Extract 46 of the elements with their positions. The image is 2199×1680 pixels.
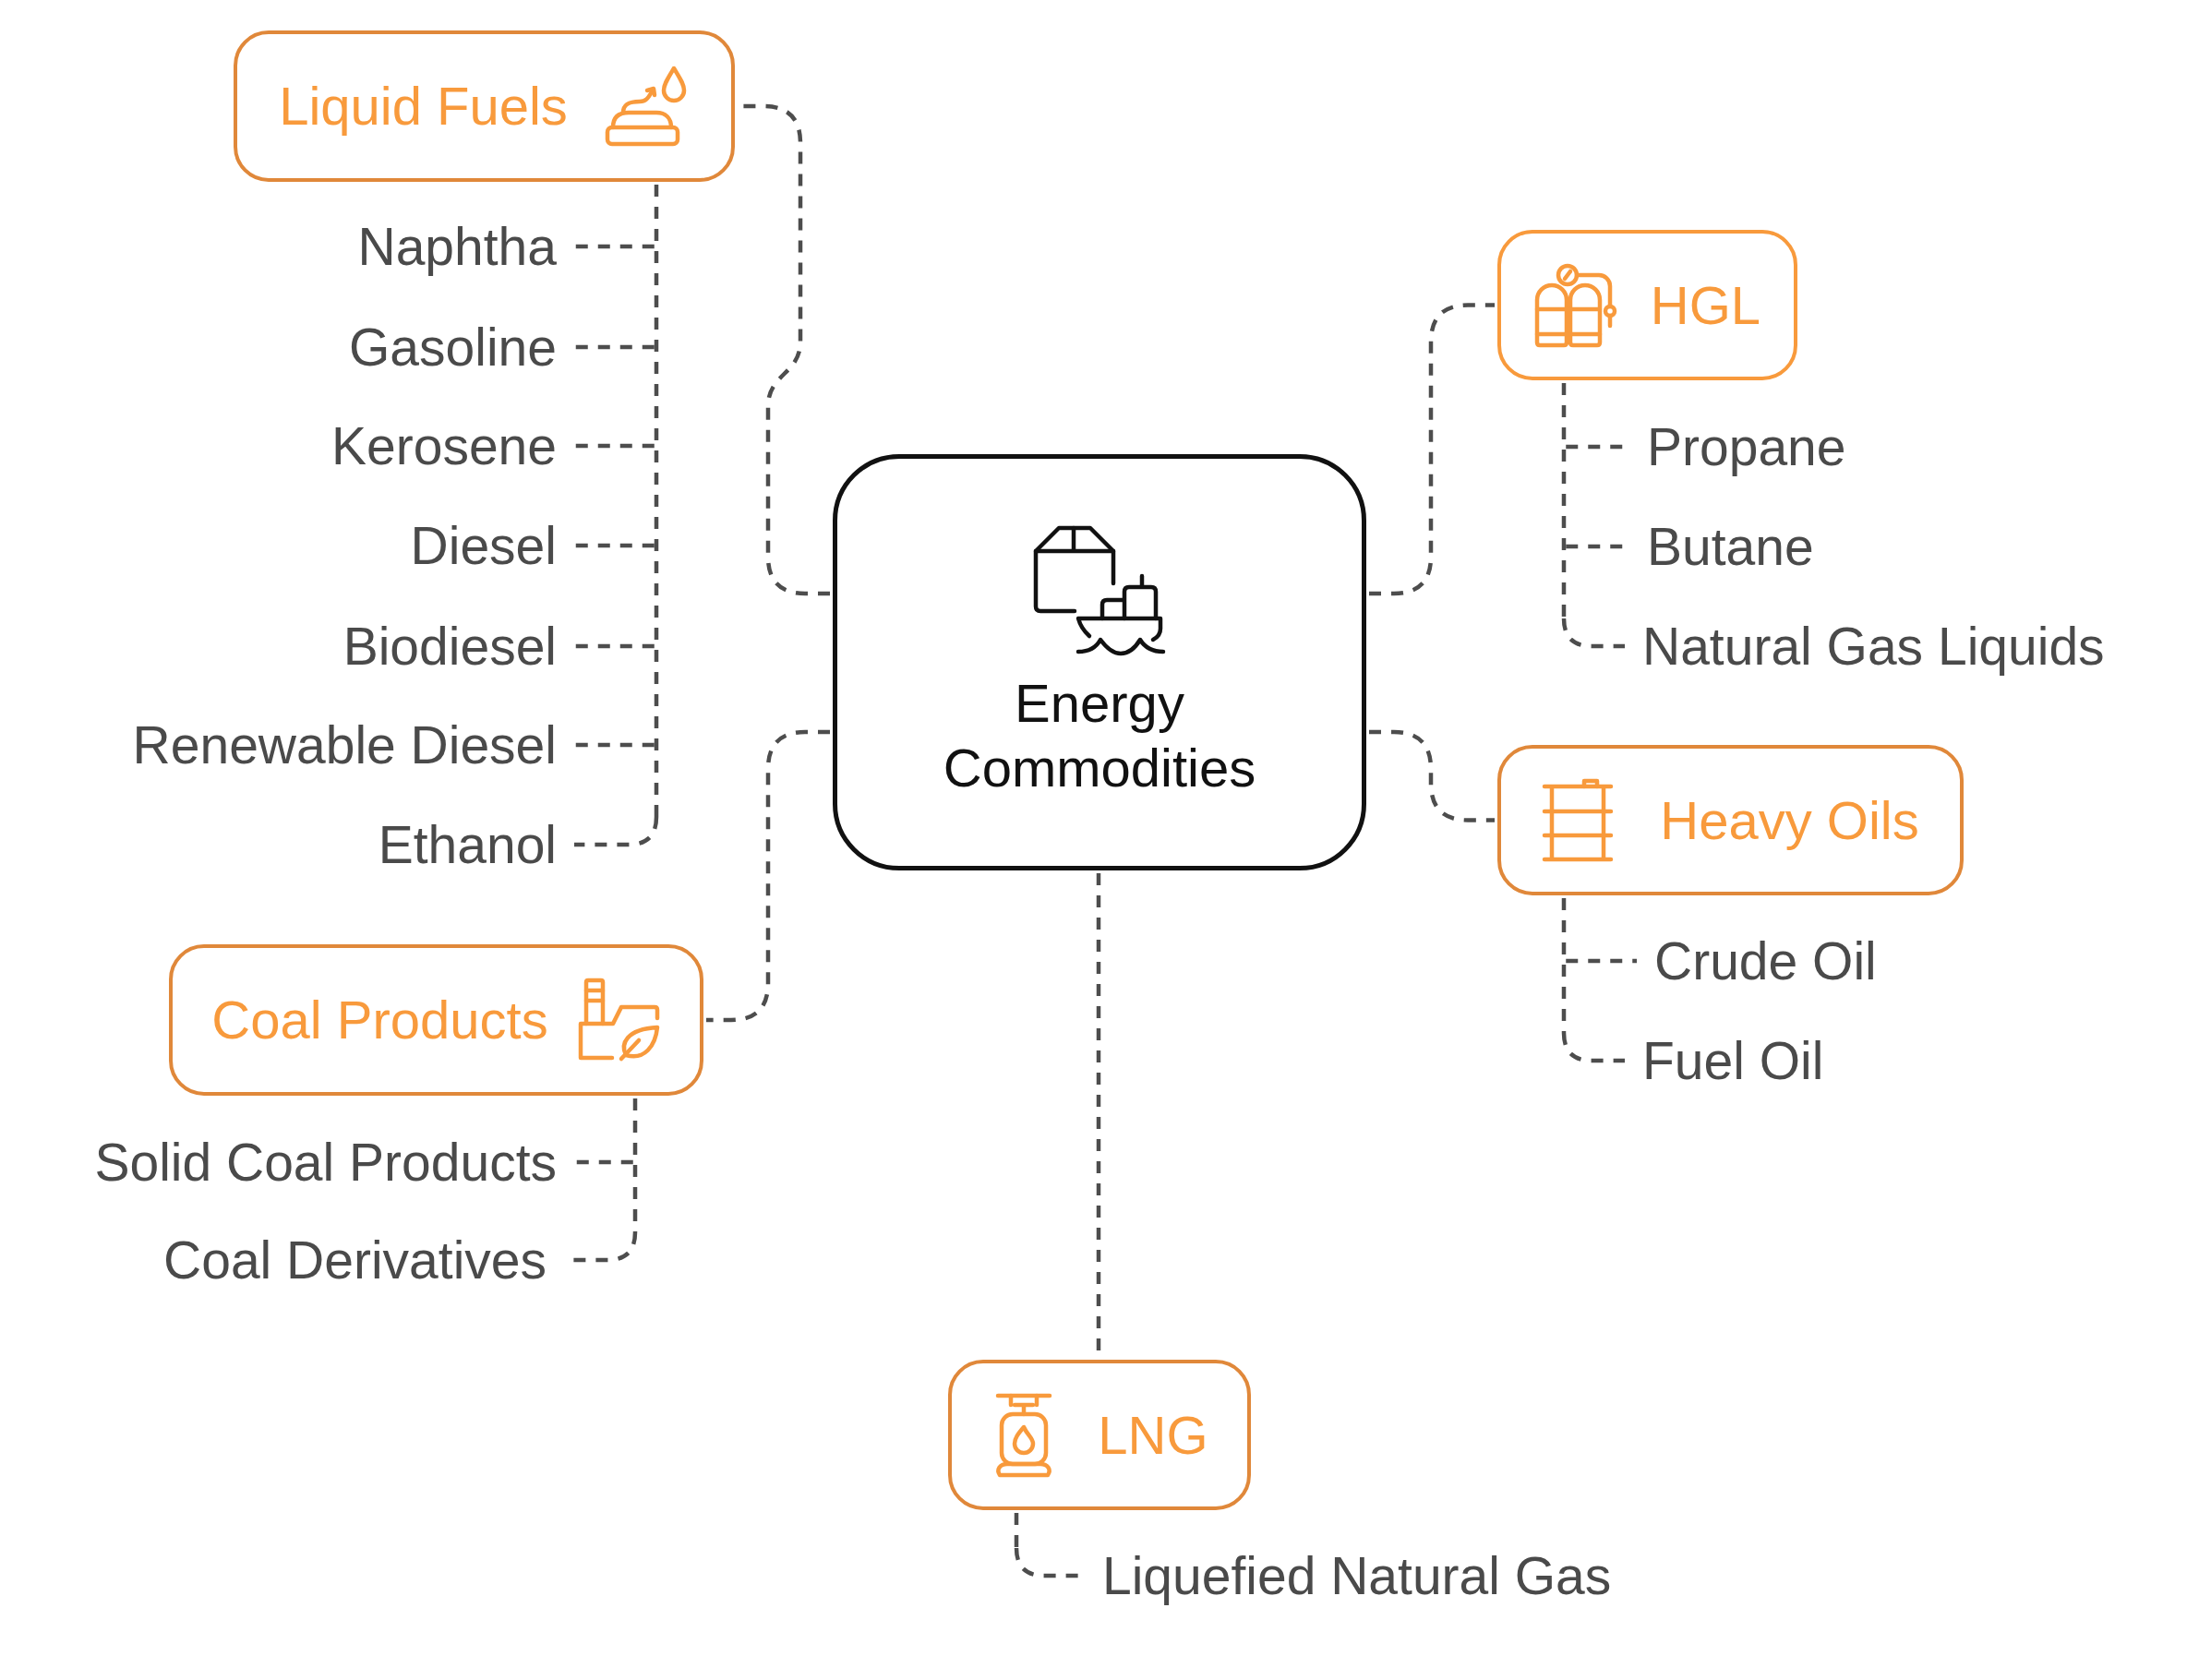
category-box (1497, 230, 1797, 380)
item-label: Biodiesel (342, 615, 571, 678)
topic-label: Energy Commodities (942, 671, 1257, 799)
item-label: Fuel Oil (1628, 1029, 1824, 1092)
dashed-connector (1369, 729, 1495, 822)
item-label: Propane (1632, 415, 1846, 478)
category-box (169, 944, 703, 1096)
category-label: Coal Products (211, 989, 548, 1051)
dashed-connector (574, 643, 655, 649)
item-label: Natural Gas Liquids (1628, 615, 2105, 678)
topic-box (833, 454, 1366, 870)
dashed-connector (574, 816, 659, 847)
category-label: HGL (1650, 273, 1761, 337)
item-label: Coal Derivatives (163, 1229, 561, 1291)
item-label: Gasoline (349, 316, 571, 378)
dashed-connector (1566, 958, 1637, 964)
item-label: Naphtha (357, 215, 571, 278)
item-label: Crude Oil (1640, 930, 1877, 992)
dashed-connector (706, 729, 830, 1023)
item-label: Liquefied Natural Gas (1087, 1544, 1612, 1607)
dashed-connector (1369, 303, 1495, 596)
dashed-connector (574, 742, 655, 748)
dashed-connector (574, 443, 655, 449)
item-label: Kerosene (331, 414, 571, 477)
dashed-connector (1014, 1513, 1019, 1548)
dashed-connector (1561, 1032, 1625, 1063)
item-label: Renewable Diesel (132, 714, 571, 776)
category-label: Liquid Fuels (279, 75, 568, 138)
dashed-connector (1561, 618, 1625, 649)
dashed-connector (1561, 898, 1567, 1033)
dashed-connector (574, 1159, 633, 1165)
category-label: Heavy Oils (1660, 788, 1919, 852)
category-box (948, 1360, 1251, 1510)
dashed-connector (1561, 383, 1567, 618)
category-box (1497, 745, 1964, 895)
dashed-connector (574, 344, 655, 350)
dashed-connector (632, 1098, 638, 1232)
category-box (234, 30, 735, 182)
item-label: Butane (1632, 515, 1814, 578)
dashed-connector (574, 244, 655, 249)
item-label: Ethanol (378, 813, 571, 876)
item-label: Solid Coal Products (94, 1131, 571, 1194)
dashed-connector (574, 543, 655, 548)
category-label: LNG (1098, 1403, 1208, 1467)
item-label: Diesel (410, 514, 571, 577)
dashed-connector (654, 185, 659, 817)
